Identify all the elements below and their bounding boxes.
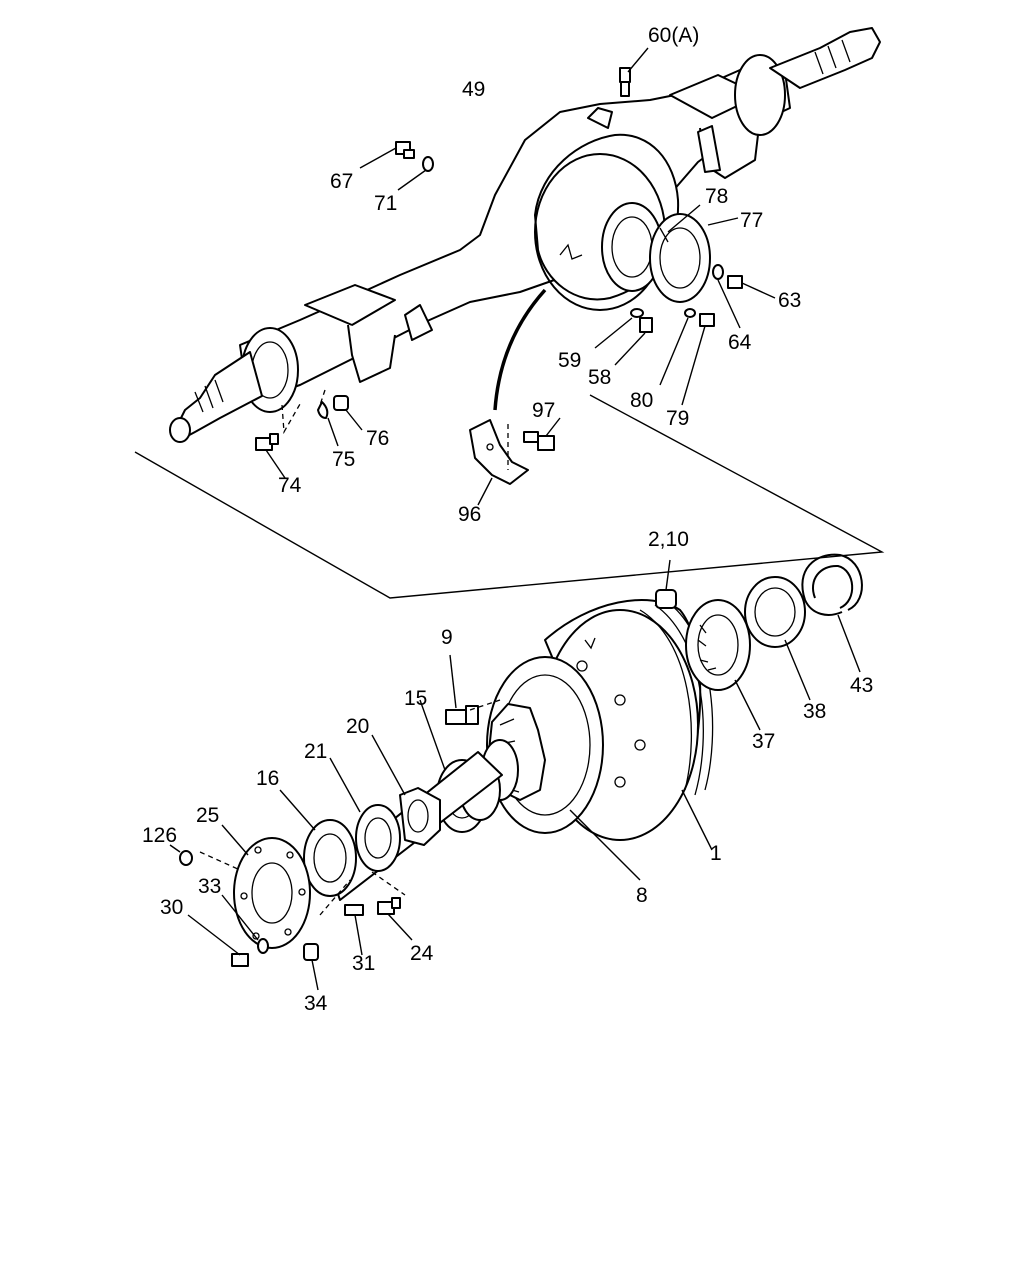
plug-58 xyxy=(614,317,653,366)
callout-16: 16 xyxy=(256,767,279,790)
washer-33 xyxy=(221,894,269,954)
axle-flange-25 xyxy=(221,824,311,949)
bearing-37 xyxy=(685,599,761,731)
callout-43: 43 xyxy=(850,674,873,697)
callout-77: 77 xyxy=(740,209,763,232)
callout-31: 31 xyxy=(352,952,375,975)
callout-15: 15 xyxy=(404,687,427,710)
bolt-30 xyxy=(187,914,249,967)
adjusting-nut-38 xyxy=(744,576,811,701)
callout-21: 21 xyxy=(304,740,327,763)
callout-59: 59 xyxy=(558,349,581,372)
nut-2-10 xyxy=(655,559,677,609)
callout-60a: 60(A) xyxy=(648,24,699,47)
bolt-24 xyxy=(377,897,413,941)
callout-63: 63 xyxy=(778,289,801,312)
bracket-96 xyxy=(469,288,547,506)
stud-31 xyxy=(344,904,364,956)
nut-76 xyxy=(333,395,363,431)
breather-60a xyxy=(619,47,649,97)
washer-64 xyxy=(712,264,741,329)
callout-2-10: 2,10 xyxy=(648,528,689,551)
callout-9: 9 xyxy=(441,626,453,649)
retainer-ring-21 xyxy=(329,757,401,872)
callout-34: 34 xyxy=(304,992,328,1015)
callout-126: 126 xyxy=(142,824,177,847)
retainer-20 xyxy=(371,734,441,846)
cover-77 xyxy=(649,213,739,303)
callout-64: 64 xyxy=(728,331,752,354)
callout-30: 30 xyxy=(160,896,183,919)
callout-76: 76 xyxy=(366,427,389,450)
callout-24: 24 xyxy=(410,942,434,965)
callout-38: 38 xyxy=(803,700,826,723)
axle-housing xyxy=(169,27,881,443)
nut-126 xyxy=(169,844,193,866)
callout-49: 49 xyxy=(462,78,485,101)
upper-group-outline xyxy=(134,394,885,599)
oil-seal-16 xyxy=(279,789,357,897)
callout-58: 58 xyxy=(588,366,611,389)
callout-25: 25 xyxy=(196,804,219,827)
washer-80 xyxy=(659,308,696,386)
bolt-97 xyxy=(523,417,561,451)
callout-8: 8 xyxy=(636,884,648,907)
callout-33: 33 xyxy=(198,875,221,898)
callout-37: 37 xyxy=(752,730,775,753)
washer-71 xyxy=(397,156,434,191)
bolt-74 xyxy=(255,433,286,479)
callout-79: 79 xyxy=(666,407,689,430)
callout-20: 20 xyxy=(346,715,369,738)
gasket-78 xyxy=(659,204,701,243)
plug-63 xyxy=(727,275,776,299)
callout-71: 71 xyxy=(374,192,397,215)
callout-80: 80 xyxy=(630,389,653,412)
callout-74: 74 xyxy=(278,474,302,497)
stud-9 xyxy=(445,654,479,725)
callout-96: 96 xyxy=(458,503,481,526)
callout-67: 67 xyxy=(330,170,353,193)
nut-34 xyxy=(303,943,319,991)
washer-75 xyxy=(317,401,339,447)
bolt-67 xyxy=(359,141,415,169)
callout-97: 97 xyxy=(532,399,555,422)
washer-59 xyxy=(594,308,644,349)
snap-ring-43 xyxy=(801,553,863,673)
callout-78: 78 xyxy=(705,185,728,208)
bolt-79 xyxy=(681,313,715,406)
callout-75: 75 xyxy=(332,448,355,471)
callout-labels: 60(A) 49 67 71 78 77 63 64 59 58 80 79 9… xyxy=(142,24,873,1015)
callout-1: 1 xyxy=(710,842,722,865)
